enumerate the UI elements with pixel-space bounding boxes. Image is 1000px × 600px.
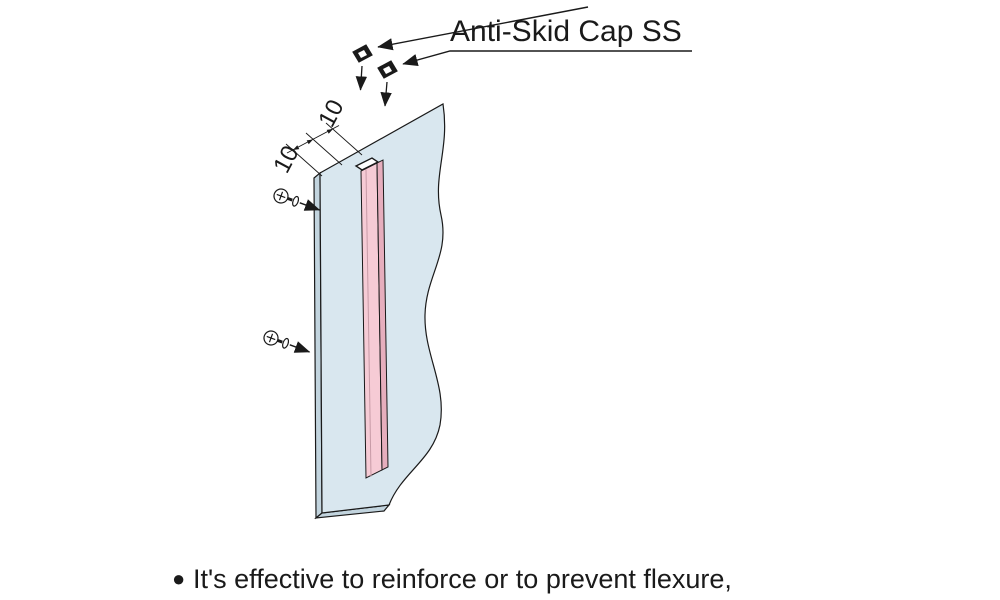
screw-direction-arrow-icon — [289, 341, 311, 353]
cap-icon-inner — [358, 50, 367, 58]
note: ● It's effective to reinforce or to prev… — [172, 564, 732, 594]
cap-insert-arrow-icon — [355, 65, 368, 91]
dim-arrowhead-icon — [293, 145, 300, 150]
leader-line-1 — [377, 6, 589, 51]
extension-line-2 — [305, 132, 343, 166]
leader-line-2 — [402, 50, 692, 67]
dim-arrowhead-icon — [326, 129, 333, 134]
screw-slot-v — [278, 191, 284, 201]
extension-line-3 — [325, 122, 363, 156]
screw-icon — [263, 330, 311, 353]
extension-line-1 — [285, 143, 323, 177]
strip-inner-line — [365, 169, 372, 477]
screw-icon — [273, 188, 321, 211]
strip-side-face — [376, 159, 389, 471]
washer-icon — [282, 337, 290, 349]
anti-skid-caps — [352, 44, 398, 107]
dim-arrowhead-icon — [306, 139, 313, 145]
note-bullet-icon: ● — [172, 566, 185, 591]
screw-slot-v — [268, 333, 274, 343]
screw-direction-arrow-icon — [299, 199, 321, 211]
note-text: It's effective to reinforce or to preven… — [193, 564, 732, 594]
washer-icon — [292, 195, 300, 207]
callout: Anti-Skid Cap SS — [377, 6, 692, 67]
cap-insert-arrow-icon — [380, 81, 392, 107]
screw-shaft — [287, 196, 293, 202]
dimension-label-right: 10 — [313, 95, 349, 131]
reinforcement-strip — [354, 157, 389, 479]
cap-icon-inner — [383, 66, 392, 74]
screw-shaft — [277, 338, 283, 344]
callout-label: Anti-Skid Cap SS — [450, 15, 682, 48]
installed-cap — [354, 157, 380, 171]
